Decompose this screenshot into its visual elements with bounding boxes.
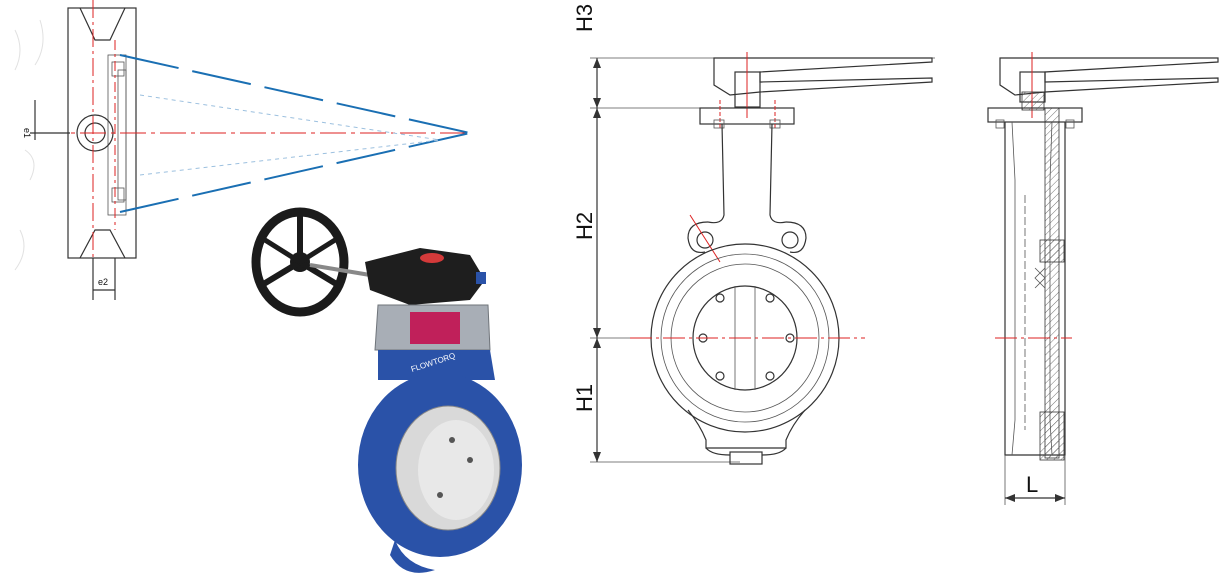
dimension-h1: H1 bbox=[572, 384, 597, 412]
valve-product-photo: FLOWTORQ bbox=[251, 207, 522, 573]
dimension-h2: H2 bbox=[572, 212, 597, 240]
handwheel bbox=[251, 207, 371, 317]
gearbox bbox=[365, 248, 486, 305]
bolt-holes bbox=[698, 293, 795, 381]
offset-label-e2: e2 bbox=[98, 277, 108, 287]
front-view-drawing: H3 H2 H1 bbox=[572, 4, 935, 465]
actuator-neck bbox=[410, 312, 460, 344]
offset-sketch: e1 e2 bbox=[14, 0, 471, 300]
dimension-h3: H3 bbox=[572, 4, 597, 32]
valve-body: FLOWTORQ bbox=[358, 350, 522, 573]
offset-label-e1: e1 bbox=[22, 128, 32, 138]
dimension-l: L bbox=[1026, 472, 1038, 497]
side-view-drawing: L bbox=[987, 52, 1219, 505]
